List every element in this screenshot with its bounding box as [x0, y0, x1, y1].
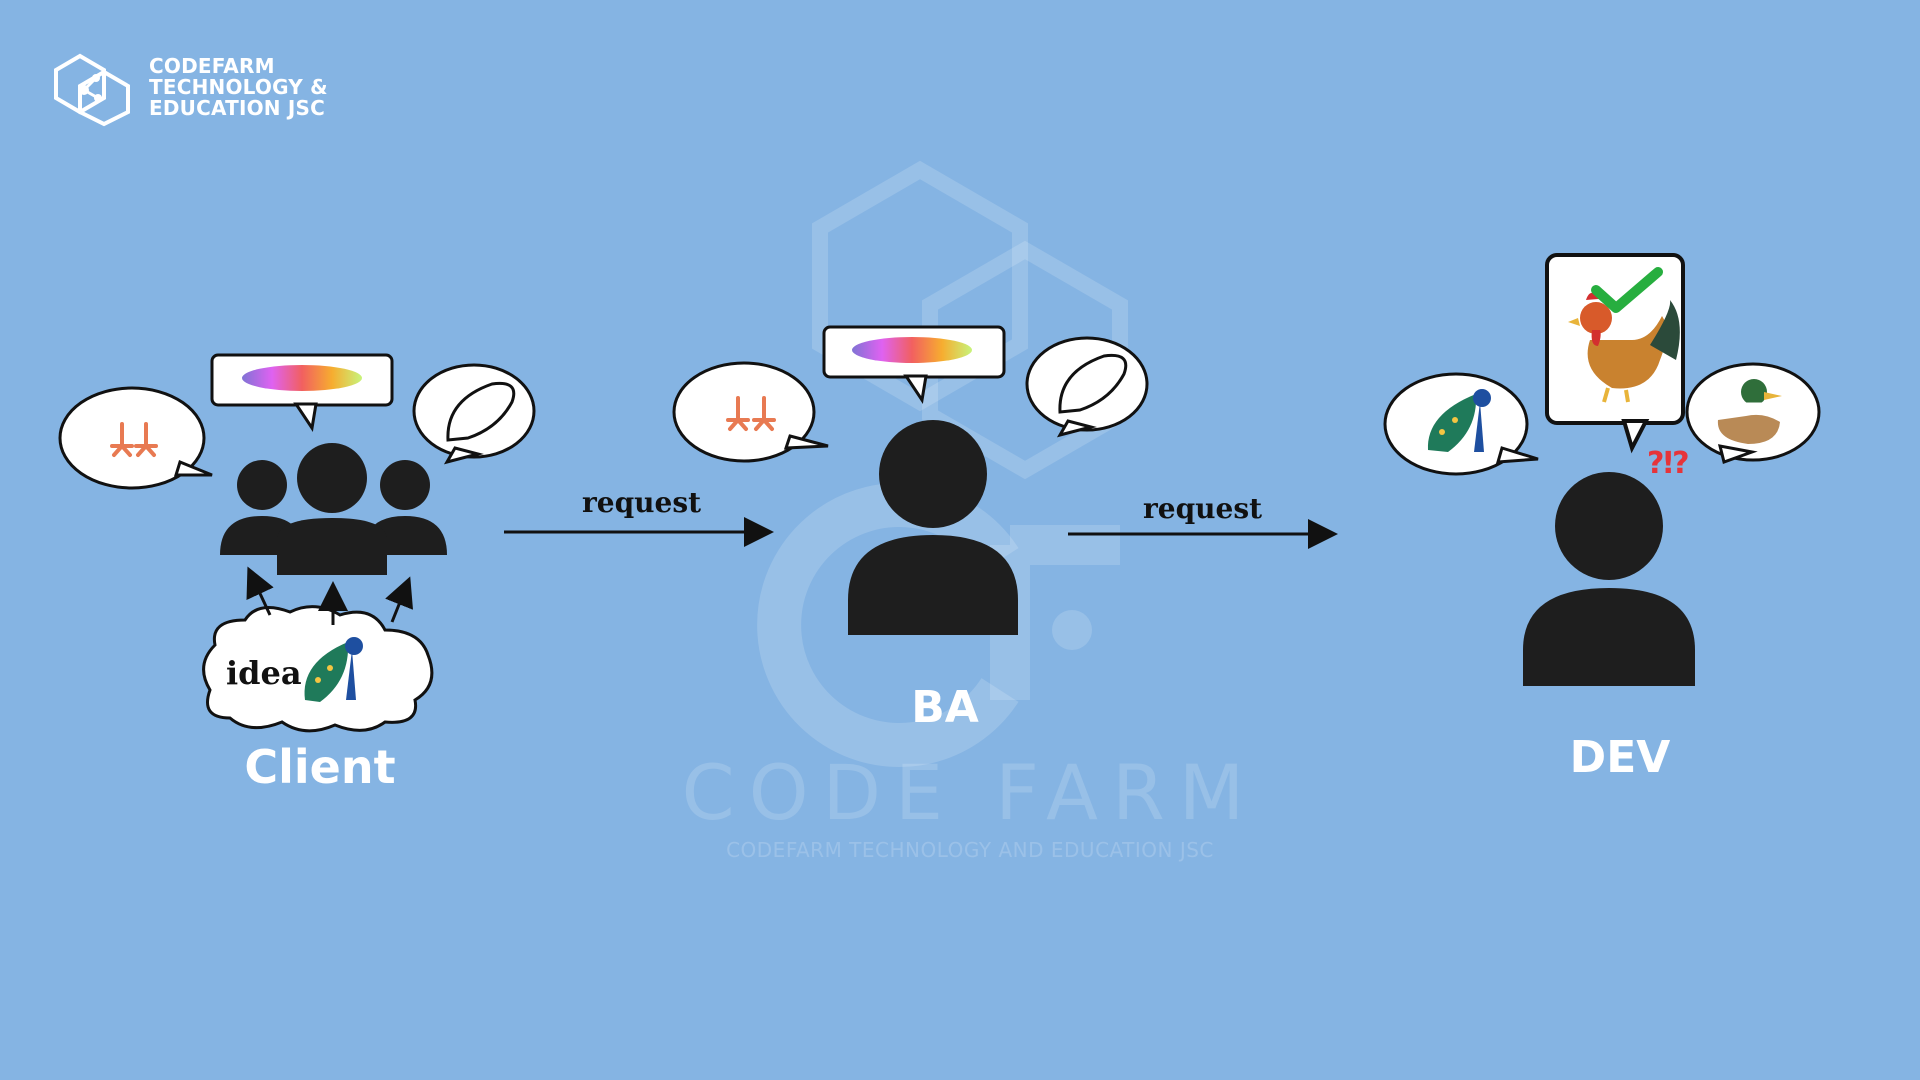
watermark-title: CODE FARM — [681, 748, 1259, 837]
ba-bubble-wing — [1025, 336, 1149, 438]
peacock-icon — [304, 637, 363, 702]
rooster-icon — [1568, 291, 1680, 403]
company-name-line: TECHNOLOGY & — [149, 75, 328, 99]
request-label-2: request — [1143, 492, 1263, 525]
client-bubble-feet — [58, 386, 213, 490]
confusion-marks: ?!? — [1647, 446, 1689, 481]
color-splash-icon — [242, 365, 362, 391]
duck-icon — [1717, 379, 1782, 444]
company-name-line: EDUCATION JSC — [149, 96, 326, 120]
client-bubble-wing — [412, 363, 536, 465]
company-logo-icon — [54, 53, 130, 127]
ba-person-icon — [848, 420, 1018, 635]
idea-cloud — [202, 605, 434, 733]
ba-bubble-splash — [822, 325, 1006, 404]
company-name-line: CODEFARM — [149, 54, 275, 78]
dev-bubble-rooster — [1545, 253, 1685, 454]
watermark-dot — [1052, 610, 1092, 650]
dev-bubble-duck — [1685, 362, 1821, 464]
wing-icon — [446, 381, 516, 442]
feet-icon — [110, 422, 158, 457]
client-bubble-splash — [210, 353, 394, 432]
color-splash-icon — [852, 337, 972, 363]
dev-bubble-peacock — [1383, 372, 1539, 476]
idea-arrows — [246, 566, 414, 625]
company-name: CODEFARM TECHNOLOGY & EDUCATION JSC — [149, 56, 328, 119]
peacock-icon — [1427, 389, 1491, 452]
client-group-icon — [220, 443, 447, 575]
request-label-1: request — [582, 486, 702, 519]
feet-icon — [726, 396, 776, 431]
dev-label: DEV — [1569, 732, 1671, 783]
client-label: Client — [244, 740, 396, 794]
ba-label: BA — [911, 682, 979, 733]
watermark-subtitle: CODEFARM TECHNOLOGY AND EDUCATION JSC — [726, 838, 1214, 862]
ba-bubble-feet — [672, 361, 829, 463]
idea-label: idea — [226, 654, 302, 692]
dev-person-icon — [1523, 472, 1695, 686]
wing-icon — [1058, 353, 1128, 414]
checkmark-icon — [1591, 267, 1663, 313]
